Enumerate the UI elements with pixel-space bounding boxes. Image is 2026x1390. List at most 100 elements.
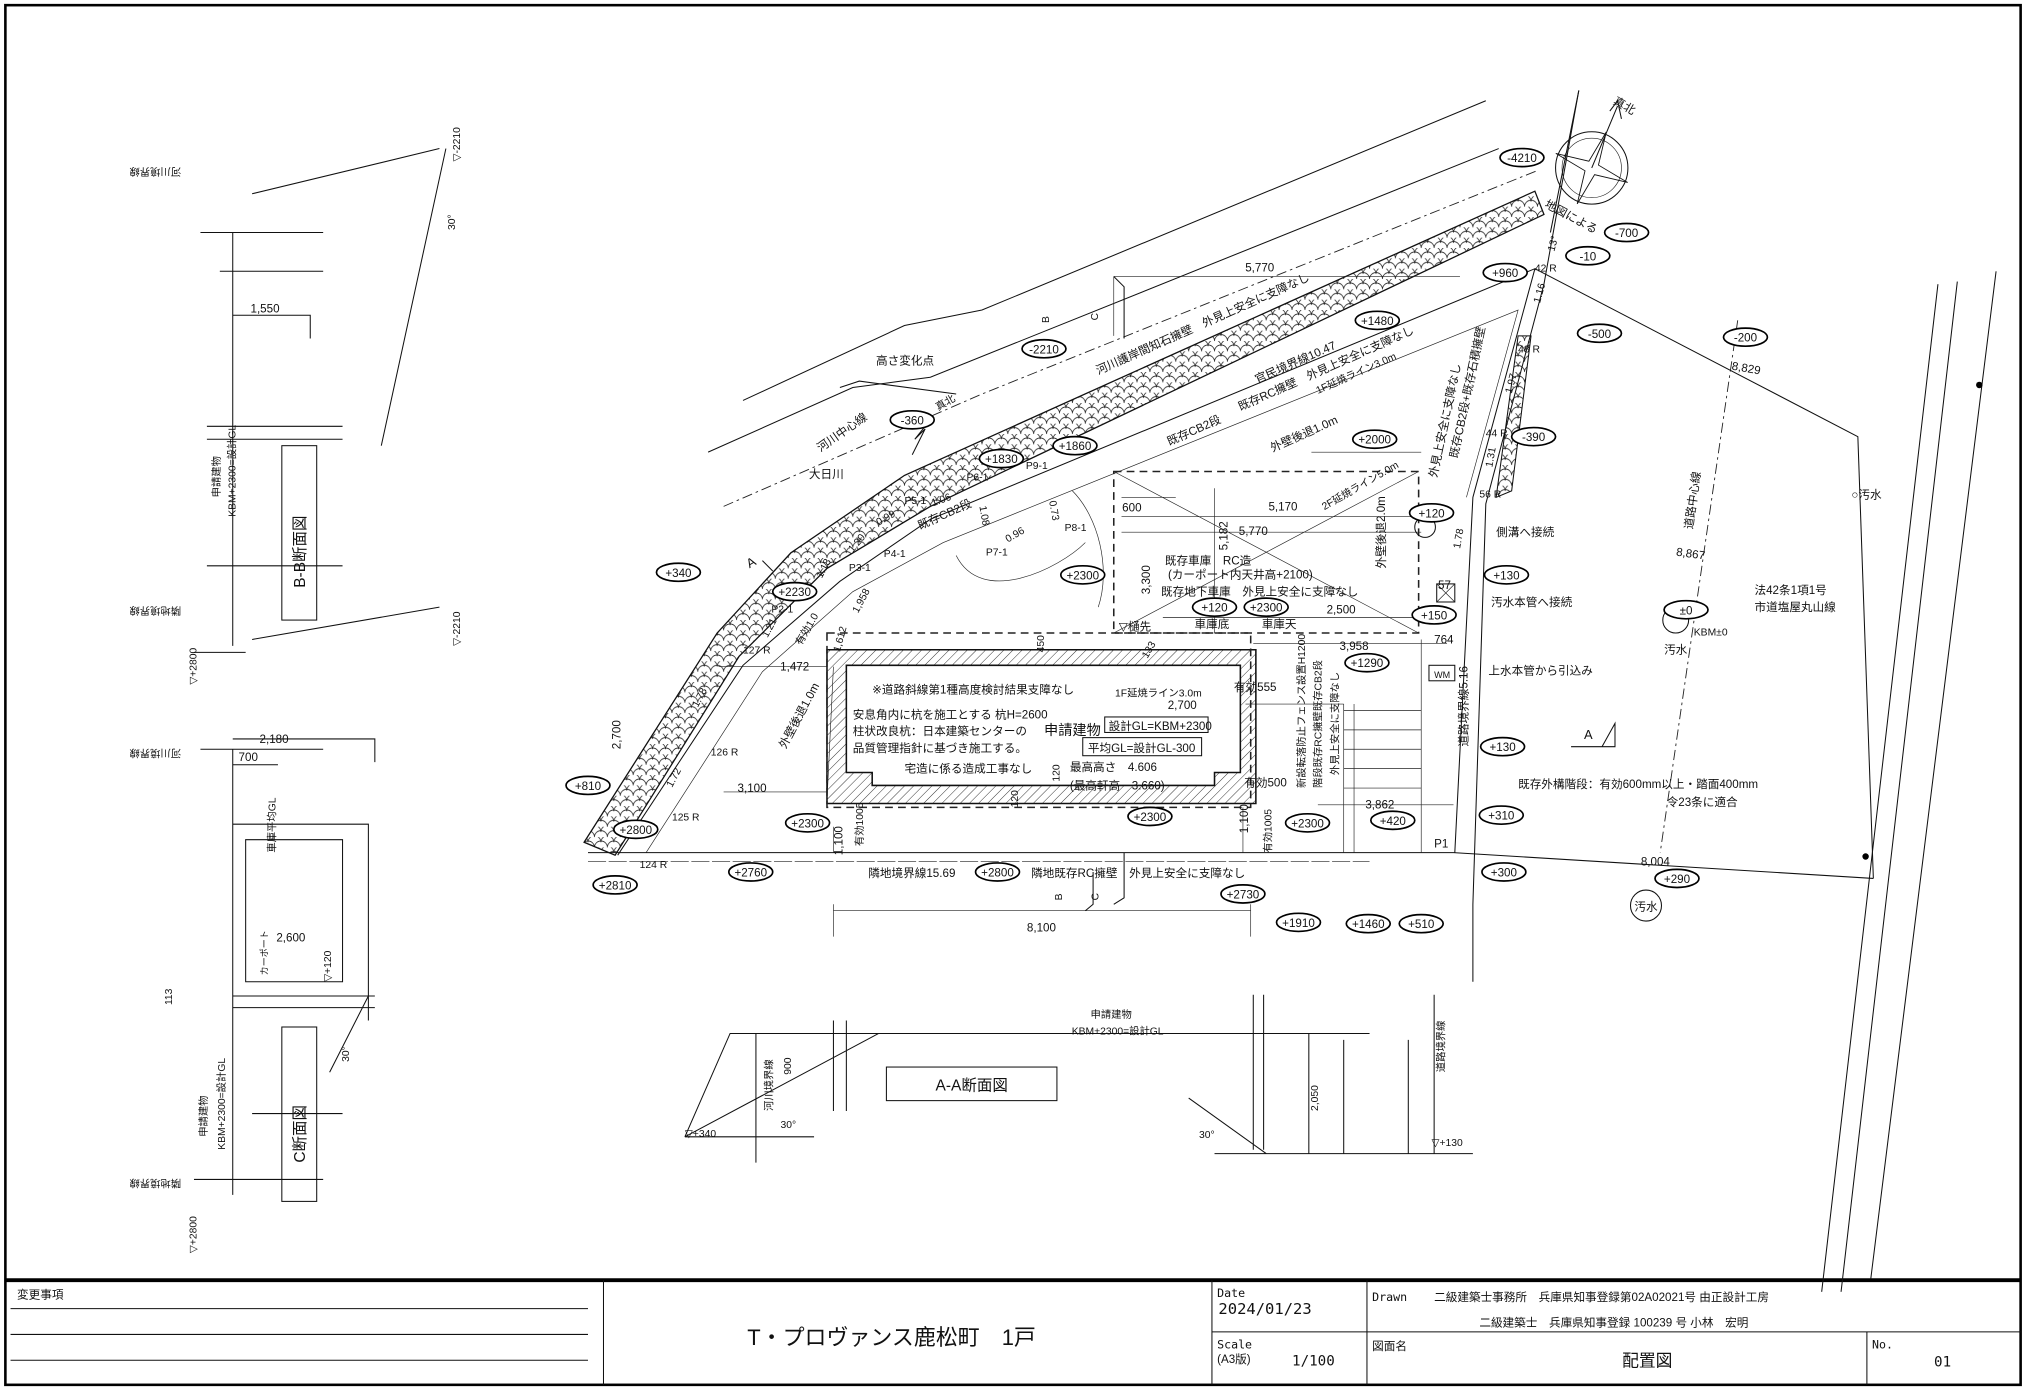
neighbor-boundary-label: 隣地境界線 [129, 1176, 181, 1189]
p8-label: P8-1 [1065, 523, 1087, 534]
elevation-ellipse [1369, 810, 1416, 831]
stairs-label: 既存外構階段：有効600mm以上・踏面400mm [1518, 777, 1758, 791]
elevation-ellipse [1411, 605, 1457, 625]
average-gl-box [1082, 737, 1203, 757]
d764-label: 764 [1434, 633, 1454, 646]
design-gl-label: 設計GL=KBM+2300 [1109, 719, 1212, 733]
elevation-marker: +2300 [784, 813, 831, 833]
elev-top2-label: ▽-2210 [452, 611, 463, 646]
elevation-ellipse [1127, 806, 1173, 827]
north-arrow-icon [911, 419, 931, 455]
p2-label: P2-1 [771, 604, 793, 615]
r125-label: 125 R [672, 812, 700, 823]
compass-rose-icon [1549, 90, 1629, 233]
angle-label: 30° [447, 214, 458, 230]
road-far-edge [1821, 271, 1997, 1292]
property-boundary [617, 267, 1536, 856]
elevation-value: +1480 [1361, 315, 1394, 328]
building-gl-label: KBM+2300=設計GL [215, 1058, 228, 1150]
elevation-ellipse [1354, 310, 1401, 331]
elevation-value: -10 [1579, 250, 1596, 263]
stair-safe-label: 外見上安全に支障なし [1329, 672, 1342, 775]
elevation-ellipse [1220, 884, 1266, 904]
elevation-ellipse [1408, 502, 1455, 523]
elevation-ellipse [1344, 652, 1390, 673]
project-title: T・プロヴァンス鹿松町 1戸 [747, 1325, 1036, 1350]
road-center-line [1659, 320, 1739, 853]
eff555-label: 有効555 [1234, 680, 1277, 694]
elevation-value: +1290 [1351, 657, 1384, 670]
river-edge-line [707, 148, 1499, 453]
proposed-building [826, 649, 1257, 805]
setback-left-label: 外壁後退1.0m [776, 680, 822, 750]
road-name-label: 市道塩屋丸山線 [1755, 600, 1837, 614]
elevation-marker: +1290 [1344, 652, 1390, 673]
elevation-value: +2810 [599, 879, 632, 892]
s096-label: 0.96 [1004, 525, 1027, 545]
elevation-marker: -390 [1510, 426, 1557, 447]
scale-label: Scale [1217, 1338, 1252, 1352]
p4-label: P4-1 [884, 549, 906, 560]
elevation-marker: -700 [1603, 222, 1650, 243]
d2700-l-label: 2,700 [610, 720, 623, 749]
dim-label: 1,550 [251, 303, 280, 316]
elevation-value: +420 [1380, 815, 1406, 828]
date-value: 2024/01/23 [1218, 1300, 1311, 1318]
elevation-value: +290 [1664, 873, 1690, 886]
elevation-marker: +290 [1654, 868, 1700, 889]
elevation-marker: +2760 [727, 862, 774, 882]
elevation-marker: +2230 [771, 581, 818, 602]
d2700-b-label: 2,700 [1168, 699, 1197, 712]
elevation-ellipse [1565, 245, 1611, 266]
sewage-b-label: ○汚水 [1851, 489, 1882, 502]
d2500-label: 2,500 [1327, 604, 1356, 617]
elevation-value: -4210 [1507, 152, 1537, 165]
drawing-name: 配置図 [1622, 1352, 1672, 1371]
number-label: No. [1872, 1338, 1893, 1352]
elevation-value: +150 [1421, 609, 1447, 622]
c-mark-label: C [1090, 312, 1101, 320]
d3862-label: 3,862 [1365, 799, 1394, 812]
kbm-label: KBM±0 [1694, 628, 1728, 639]
stairs-law-label: 令23条に適合 [1667, 795, 1738, 809]
r124-label: 124 R [640, 860, 668, 871]
elevation-ellipse [978, 448, 1025, 469]
stone-retaining-wall [1495, 335, 1532, 499]
road-edge [1472, 90, 1580, 982]
elevation-marker: -4210 [1499, 147, 1545, 168]
elevation-ellipse [784, 813, 831, 833]
d3958-label: 3,958 [1340, 640, 1369, 653]
d450-label: 450 [1036, 635, 1047, 652]
s178r-label: 1.78 [1452, 528, 1466, 550]
elevation-value: +2300 [1250, 602, 1283, 615]
r56-label: 56 R [1479, 489, 1501, 500]
neighbor-boundary-label: 隣地境界線15.69 [868, 866, 955, 880]
max-eaves-label: (最高軒高 3.660) [1070, 778, 1165, 792]
architect-registration: 二級建築士 兵庫県知事登録 100239 号 小林 宏明 [1479, 1316, 1748, 1330]
elevation-marker: +810 [565, 775, 611, 796]
section-a-mark2-label: A [743, 554, 758, 571]
elevation-ellipse [1654, 868, 1700, 889]
elevation-value: +340 [665, 567, 691, 580]
avg-gl-label: 平均GL=設計GL-300 [1088, 741, 1195, 755]
r44-label: 44 R [1486, 429, 1508, 440]
d120-a-label: 120 [1010, 790, 1021, 807]
fire-line-1f-label: 1F延焼ライン3.0m [1115, 687, 1202, 699]
max-height-label: 最高高さ 4.606 [1070, 760, 1157, 774]
elevation-ellipse [1479, 736, 1526, 757]
elevation-marker: +130 [1483, 564, 1530, 585]
d5770-top-label: 5,770 [1245, 261, 1274, 274]
d1100-a-label: 1,100 [832, 826, 845, 855]
angle13-label: 13° [1547, 235, 1562, 253]
eff500-label: 有効500 [1244, 776, 1287, 790]
d600-label: 600 [1122, 502, 1141, 515]
elevation-ellipse [771, 581, 818, 602]
elevation-ellipse [1021, 338, 1067, 359]
r42-label: 42 R [1535, 263, 1557, 274]
elevation-ellipse [1499, 147, 1545, 168]
fence-label: 新設転落防止フェンス設置H1200 [1295, 634, 1308, 788]
eff1005-b-label: 有効1005 [1261, 809, 1274, 853]
elevation-ellipse [1059, 564, 1106, 585]
